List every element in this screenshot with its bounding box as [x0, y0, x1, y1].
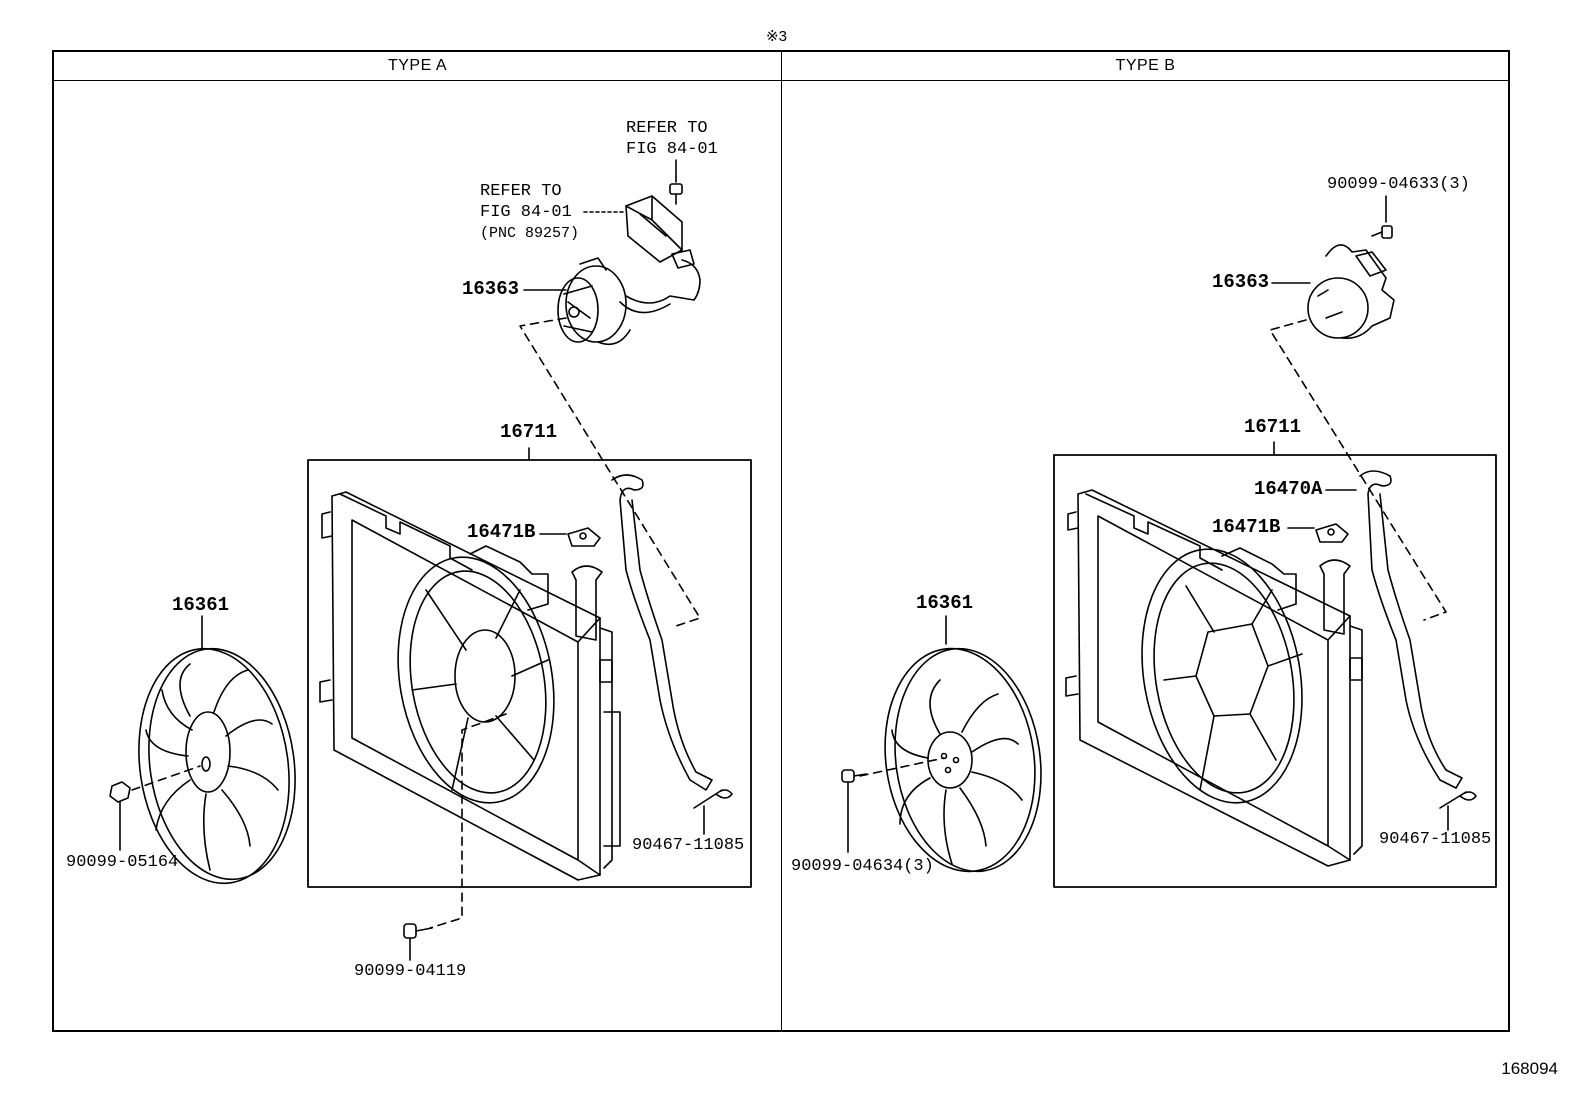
- type-a-fan: [138, 647, 296, 885]
- type-a-refer-lower: REFER TO FIG 84-01 (PNC 89257): [480, 181, 579, 244]
- type-a-refer-lower-line1: REFER TO: [480, 182, 562, 201]
- type-a-resistor: [625, 195, 683, 263]
- type-a-fan-label[interactable]: 16361: [172, 594, 230, 616]
- type-b-motor-screw-label[interactable]: 90099-04633(3): [1327, 175, 1470, 194]
- type-b-shroud-box: [1053, 454, 1497, 888]
- type-a-shroud-frame: [319, 491, 621, 881]
- type-b-bracket: [1315, 523, 1349, 543]
- type-b-fan-motor: [1307, 244, 1395, 340]
- type-a-bracket-label[interactable]: 16471B: [467, 521, 536, 543]
- type-a-refer-upper-line1: REFER TO: [626, 119, 708, 138]
- type-a-illustration: [109, 159, 752, 961]
- type-a-resistor-screw: [669, 183, 683, 205]
- type-a-fan-motor: [557, 257, 701, 346]
- type-a-connector: [671, 249, 695, 269]
- type-a-title: TYPE A: [387, 57, 448, 74]
- type-b-fan-dash: [859, 757, 945, 777]
- diagram-frame: TYPE A TYPE B: [52, 50, 1510, 1032]
- type-b-fan: [884, 647, 1042, 873]
- type-b-shroud-frame: [1065, 489, 1363, 867]
- type-a-refer-upper: REFER TO FIG 84-01: [626, 118, 718, 160]
- type-a-bracket: [567, 527, 601, 547]
- type-a-hose: [611, 474, 713, 791]
- type-a-refer-upper-line2: FIG 84-01: [626, 140, 718, 159]
- type-b-fan-motor-label[interactable]: 16363: [1212, 271, 1270, 293]
- type-a-fan-motor-label[interactable]: 16363: [462, 278, 520, 300]
- type-a-hose-clamp-label[interactable]: 90467-11085: [632, 836, 745, 855]
- type-a-shroud-bolt-label[interactable]: 90099-04119: [354, 962, 467, 981]
- type-b-hose: [1359, 470, 1463, 789]
- type-a-upper-tank: [571, 565, 603, 641]
- type-b-motor-screw: [1371, 225, 1393, 239]
- type-b-fan-screw-label[interactable]: 90099-04634(3): [791, 857, 934, 876]
- type-a-shroud-bolt: [403, 923, 433, 939]
- note-mark: ※3: [766, 28, 787, 45]
- panel-divider: [781, 52, 782, 1030]
- type-b-shroud-label[interactable]: 16711: [1244, 416, 1302, 438]
- type-b-bracket-label[interactable]: 16471B: [1212, 516, 1281, 538]
- type-a-fan-dash: [131, 765, 201, 791]
- type-b-clamp: [1439, 791, 1477, 809]
- type-b-hose-label[interactable]: 16470A: [1254, 478, 1323, 500]
- type-b-fan-label[interactable]: 16361: [916, 592, 974, 614]
- type-a-dash-bolt: [429, 713, 507, 929]
- type-b-dash-motor: [1269, 319, 1447, 621]
- type-a-dash-motor: [519, 317, 701, 627]
- type-b-hose-clamp-label[interactable]: 90467-11085: [1379, 830, 1492, 849]
- type-a-nut: [109, 781, 131, 803]
- type-a-fan-nut-label[interactable]: 90099-05164: [66, 853, 179, 872]
- type-b-illustration: [841, 195, 1497, 888]
- diagram-id: 168094: [1501, 1059, 1558, 1078]
- type-a-clamp: [693, 789, 733, 809]
- type-a-shroud-ring: [397, 545, 555, 804]
- type-a-refer-lower-line3: (PNC 89257): [480, 225, 580, 242]
- type-a-shroud-label[interactable]: 16711: [500, 421, 558, 443]
- type-b-title: TYPE B: [1115, 57, 1176, 74]
- type-a-refer-lower-line2: FIG 84-01: [480, 203, 572, 222]
- type-b-shroud-ring: [1141, 547, 1303, 804]
- type-b-upper-tank: [1319, 559, 1351, 635]
